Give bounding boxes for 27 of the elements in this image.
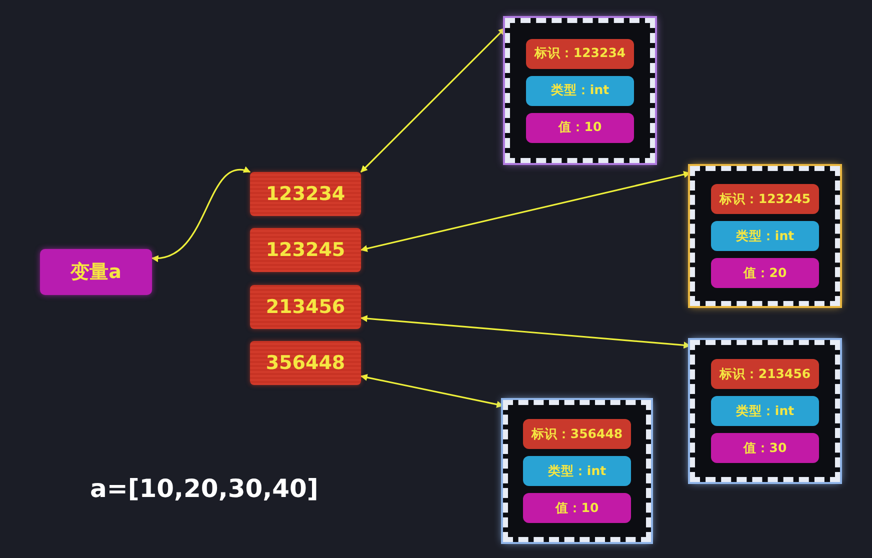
address-box: 213456: [250, 285, 361, 329]
variable-box: 变量a: [40, 249, 152, 295]
field-box: 标识：213456: [711, 359, 819, 389]
arrow: [360, 315, 691, 349]
field-box: 值：10: [526, 112, 634, 142]
field-box: 类型：int: [711, 221, 819, 251]
field-box: 类型：int: [526, 76, 634, 106]
address-box: 123245: [250, 228, 361, 272]
arrow: [360, 28, 506, 173]
object-box: [690, 340, 840, 482]
arrow: [360, 374, 504, 408]
field-box: 值：30: [711, 433, 819, 463]
array-literal: a=[10,20,30,40]: [90, 474, 318, 503]
field-box: 类型：int: [711, 396, 819, 426]
address-box: 123234: [250, 172, 361, 216]
field-box: 标识：123245: [711, 184, 819, 214]
object-box: [503, 400, 651, 542]
object-box: [690, 166, 840, 306]
field-box: 标识：123234: [526, 38, 634, 68]
field-box: 值：20: [711, 258, 819, 288]
field-box: 类型：int: [523, 456, 631, 486]
field-box: 标识：356448: [523, 419, 631, 449]
object-box: [505, 18, 655, 163]
field-box: 值：10: [523, 493, 631, 523]
arrow: [151, 167, 251, 262]
address-box: 356448: [250, 341, 361, 385]
arrow: [360, 171, 691, 252]
